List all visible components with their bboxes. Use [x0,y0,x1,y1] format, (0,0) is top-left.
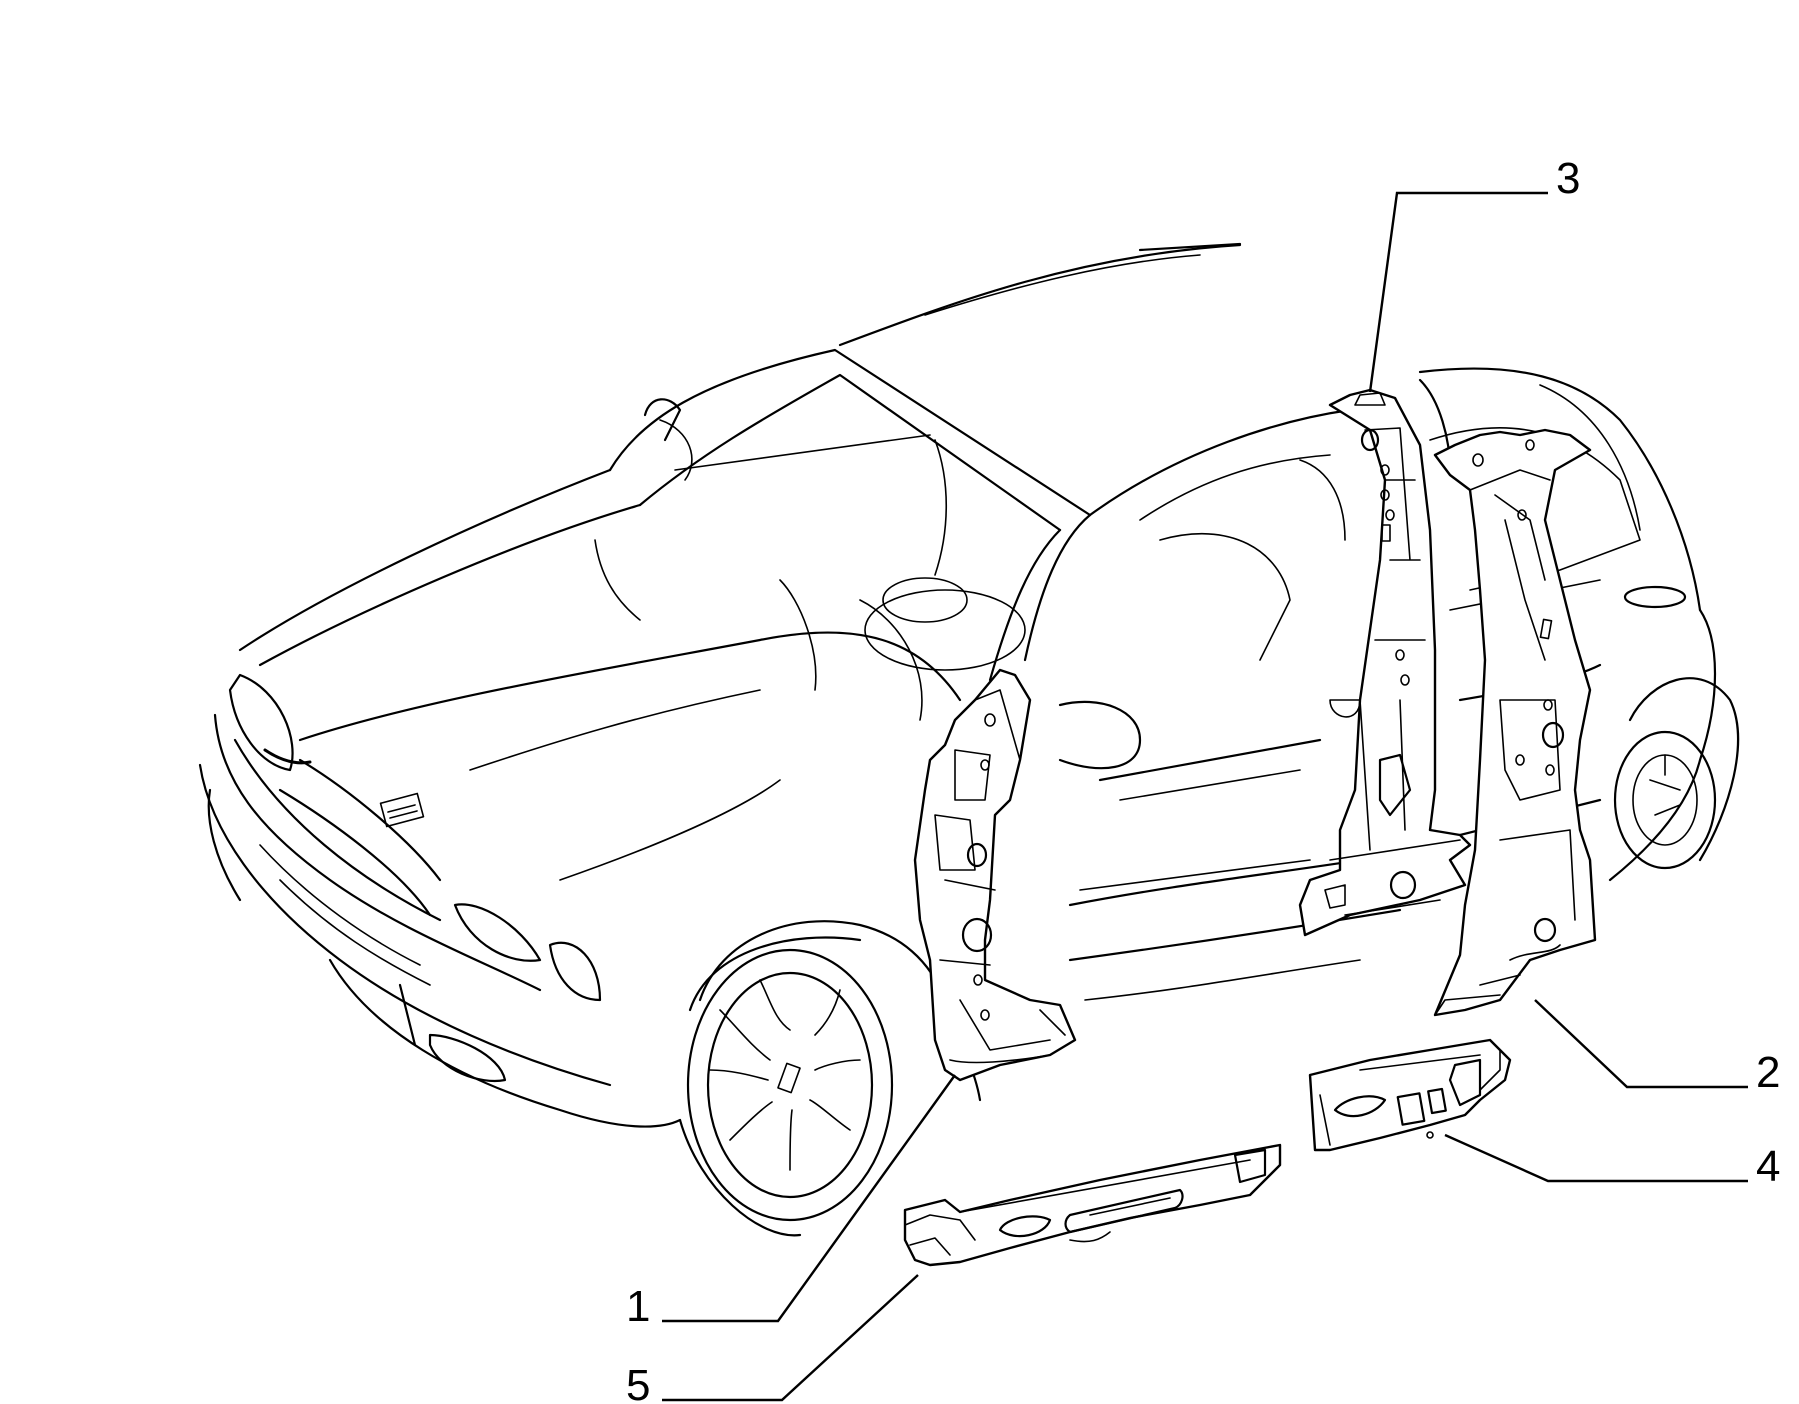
leader-1 [662,1074,956,1323]
front-sill-part [903,1143,1282,1267]
callout-2: 2 [1756,1048,1780,1097]
callout-4: 4 [1756,1142,1780,1191]
c-pillar-part [1433,428,1597,1017]
leader-2 [1534,999,1748,1089]
rear-sill-part [1308,1038,1512,1152]
leader-lines [662,191,1748,1402]
b-pillar-part [1298,388,1472,937]
callout-1: 1 [626,1282,650,1331]
a-pillar-part [913,668,1077,1082]
callout-3: 3 [1556,154,1580,203]
leader-3 [1368,191,1548,393]
leader-5 [662,1274,919,1402]
callout-labels: 3 2 4 1 5 [626,154,1780,1404]
callout-5: 5 [626,1361,650,1404]
leader-4 [1444,1133,1748,1183]
